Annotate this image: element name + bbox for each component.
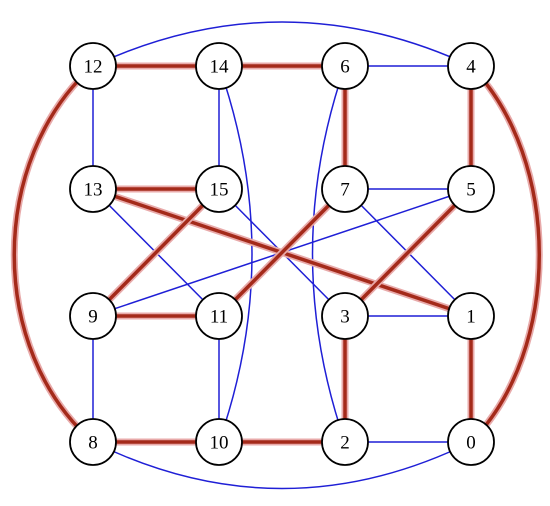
- edge-14-10-line: [218, 65, 253, 443]
- node-15: 15: [195, 165, 243, 213]
- node-2-label: 2: [340, 433, 350, 454]
- node-4-label: 4: [466, 57, 476, 78]
- node-0-label: 0: [466, 433, 476, 454]
- edge-6-2: [311, 65, 346, 443]
- node-12-label: 12: [84, 57, 103, 78]
- edge-12-8-line: [12, 64, 95, 444]
- node-13: 13: [69, 165, 117, 213]
- edge-12-8: [10, 62, 97, 446]
- node-1-label: 1: [466, 307, 476, 328]
- node-5: 5: [447, 165, 495, 213]
- node-9: 9: [69, 292, 117, 340]
- edge-7-11: [215, 185, 349, 320]
- node-14-circle: [195, 42, 243, 90]
- edge-12-4: [92, 21, 472, 67]
- node-3-label: 3: [340, 307, 350, 328]
- node-1: 1: [447, 292, 495, 340]
- node-5-circle: [447, 165, 495, 213]
- edge-14-10: [218, 65, 253, 443]
- node-12-circle: [69, 42, 117, 90]
- edge-4-0: [467, 62, 543, 446]
- node-10: 10: [195, 418, 243, 466]
- node-13-label: 13: [84, 180, 103, 201]
- node-6: 6: [321, 42, 369, 90]
- node-7: 7: [321, 165, 369, 213]
- node-11-circle: [195, 292, 243, 340]
- node-12: 12: [69, 42, 117, 90]
- node-0: 0: [447, 418, 495, 466]
- node-10-circle: [195, 418, 243, 466]
- node-4: 4: [447, 42, 495, 90]
- node-7-circle: [321, 165, 369, 213]
- node-2: 2: [321, 418, 369, 466]
- node-8-label: 8: [88, 433, 98, 454]
- node-11: 11: [195, 292, 243, 340]
- node-7-label: 7: [340, 180, 350, 201]
- edge-4-0-halo: [467, 62, 543, 446]
- node-8: 8: [69, 418, 117, 466]
- node-14: 14: [195, 42, 243, 90]
- edge-8-0: [92, 441, 472, 490]
- edge-5-3: [341, 185, 475, 320]
- node-11-label: 11: [210, 307, 228, 328]
- node-4-circle: [447, 42, 495, 90]
- edge-7-11-line: [217, 187, 347, 318]
- edge-8-0-line: [92, 441, 472, 490]
- node-3-circle: [321, 292, 369, 340]
- node-13-circle: [69, 165, 117, 213]
- node-9-circle: [69, 292, 117, 340]
- node-5-label: 5: [466, 180, 476, 201]
- edge-5-3-line: [343, 187, 473, 318]
- edge-6-2-line: [311, 65, 346, 443]
- edge-12-4-line: [92, 21, 472, 67]
- node-14-label: 14: [210, 57, 230, 78]
- node-3: 3: [321, 292, 369, 340]
- node-1-circle: [447, 292, 495, 340]
- node-8-circle: [69, 418, 117, 466]
- node-15-label: 15: [210, 180, 229, 201]
- node-6-label: 6: [340, 57, 350, 78]
- node-2-circle: [321, 418, 369, 466]
- node-10-label: 10: [210, 433, 229, 454]
- node-6-circle: [321, 42, 369, 90]
- node-15-circle: [195, 165, 243, 213]
- edge-12-8-halo: [10, 62, 97, 446]
- edge-15-9-line: [91, 187, 221, 318]
- edge-15-9: [89, 185, 223, 320]
- node-0-circle: [447, 418, 495, 466]
- edge-4-0-line: [469, 64, 541, 444]
- node-9-label: 9: [88, 307, 98, 328]
